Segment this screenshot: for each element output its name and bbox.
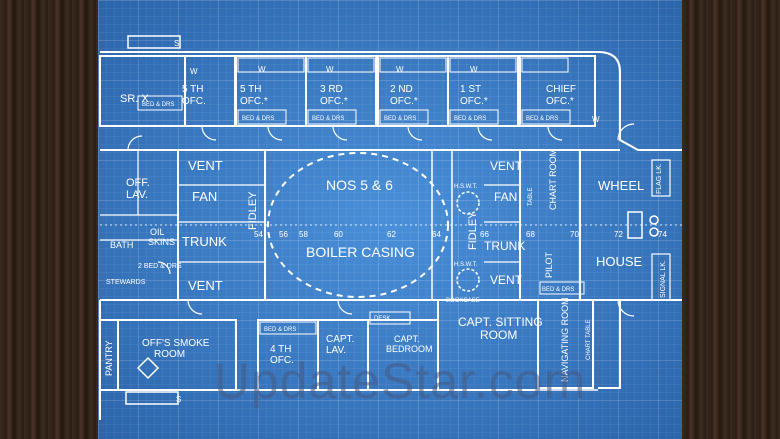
- label-bed-drs-2: BED & DRS: [312, 116, 344, 122]
- label-hswt-2: H.S.W.T.: [454, 262, 478, 268]
- room-fidley-2: FIDLEY: [467, 211, 479, 250]
- label-bed-drs-6: BED & DRS: [142, 102, 174, 108]
- room-pilot: PILOT: [544, 251, 554, 278]
- room-capt-lav: CAPT.LAV.: [326, 334, 354, 356]
- label-hswt-1: H.S.W.T.: [454, 184, 478, 190]
- room-wheel: WHEEL: [598, 178, 644, 193]
- frame-number-70: 70: [570, 230, 579, 239]
- blueprint-sheet: 54 56 58 60 62 64 66 68 70 72 74 SR. X 5…: [98, 0, 682, 439]
- label-s-bottom: S: [176, 395, 181, 404]
- frame-number-54: 54: [254, 230, 263, 239]
- label-w-2: W: [258, 65, 266, 74]
- frame-number-68: 68: [526, 230, 535, 239]
- watermark-text: UpdateStar.com: [213, 353, 587, 409]
- room-boiler-casing: BOILER CASING: [306, 244, 415, 260]
- room-fan-2: FAN: [494, 190, 517, 204]
- room-nos: NOS 5 & 6: [326, 177, 393, 193]
- room-stewards: STEWARDS: [106, 279, 146, 286]
- label-w-5: W: [470, 65, 478, 74]
- room-vent-3: VENT: [490, 159, 523, 173]
- label-w-1: W: [190, 67, 198, 76]
- room-chart-room: CHART ROOM: [548, 149, 558, 210]
- frame-number-66: 66: [480, 230, 489, 239]
- frame-number-64: 64: [432, 230, 441, 239]
- frame-number-56: 56: [279, 230, 288, 239]
- frame-number-74: 74: [658, 230, 667, 239]
- room-flag-locker: FLAG LK.: [656, 163, 663, 194]
- label-w-4: W: [396, 65, 404, 74]
- wood-panel-left: [0, 0, 98, 439]
- frame-number-60: 60: [334, 230, 343, 239]
- wood-panel-right: [682, 0, 780, 439]
- deck-plan: 54 56 58 60 62 64 66 68 70 72 74 SR. X 5…: [99, 35, 682, 420]
- room-vent-1: VENT: [188, 158, 223, 173]
- room-trunk-1: TRUNK: [182, 234, 227, 249]
- room-sr: SR. X: [120, 93, 149, 105]
- room-trunk-2: TRUNK: [484, 239, 525, 253]
- room-vent-4: VENT: [490, 273, 523, 287]
- frame-number-72: 72: [614, 230, 623, 239]
- room-bath: BATH: [110, 240, 133, 250]
- room-fan-1: FAN: [192, 189, 217, 204]
- frame-number-58: 58: [299, 230, 308, 239]
- label-w-6: W: [592, 115, 600, 124]
- room-navigating: NAVIGATING ROOM: [560, 297, 570, 382]
- room-house: HOUSE: [596, 254, 643, 269]
- room-two-bed: 2 BED & DRS: [138, 263, 182, 270]
- room-vent-2: VENT: [188, 278, 223, 293]
- label-chart-table: CHART TABLE: [586, 319, 592, 360]
- room-capt-bedroom: CAPT.BEDROOM: [386, 334, 433, 354]
- label-s-top: S: [174, 39, 179, 48]
- label-bookcase: BOOKCASE: [446, 298, 480, 304]
- label-w-3: W: [326, 65, 334, 74]
- room-signal-locker: SIGNAL LK.: [660, 260, 667, 298]
- label-bed-drs-5: BED & DRS: [526, 116, 558, 122]
- label-table: TABLE: [528, 187, 534, 206]
- label-bed-drs-8: BED & DRS: [542, 287, 574, 293]
- label-bed-drs-7: BED & DRS: [264, 327, 296, 333]
- frame-number-62: 62: [387, 230, 396, 239]
- room-fidley-1: FIDLEY: [247, 191, 259, 230]
- label-desk: DESK: [374, 316, 390, 322]
- label-bed-drs-4: BED & DRS: [454, 116, 486, 122]
- label-bed-drs-3: BED & DRS: [384, 116, 416, 122]
- room-pantry: PANTRY: [104, 340, 114, 376]
- label-bed-drs-1: BED & DRS: [242, 116, 274, 122]
- room-off-lav: OFF.LAV.: [126, 177, 150, 201]
